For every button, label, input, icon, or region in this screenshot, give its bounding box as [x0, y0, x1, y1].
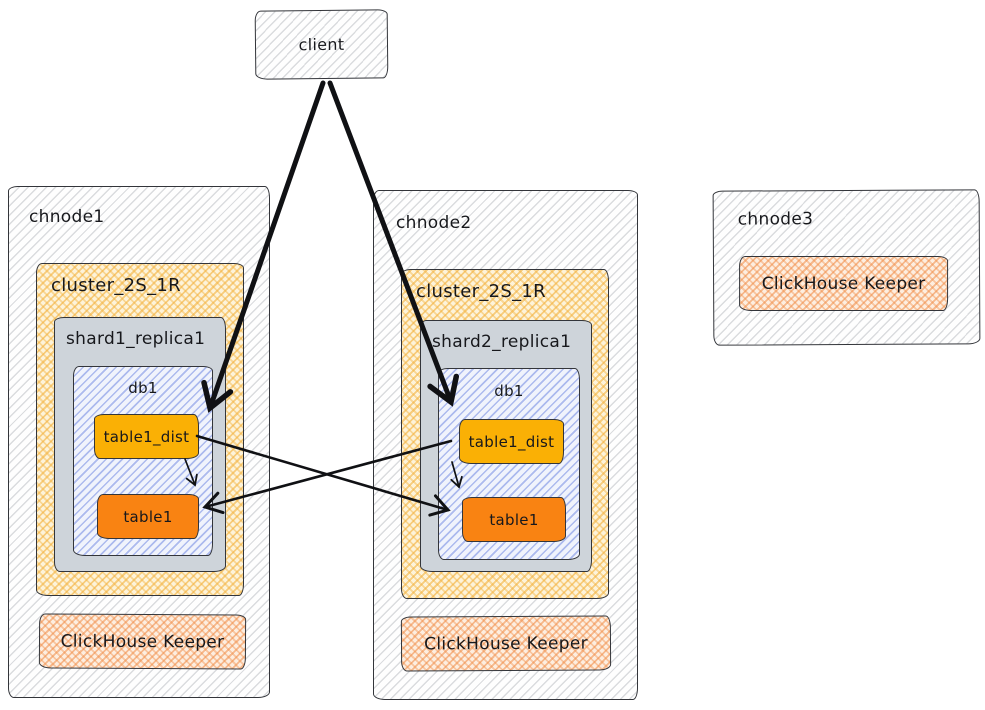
- keeper-box-3: ClickHouse Keeper: [739, 256, 949, 312]
- cluster-box-1: cluster_2S_1R shard1_replica1 db1 table1…: [36, 263, 244, 596]
- cluster-label-2: cluster_2S_1R: [416, 281, 546, 302]
- client-box: client: [254, 9, 389, 80]
- cluster-box-2: cluster_2S_1R shard2_replica1 db1 table1…: [401, 269, 609, 599]
- keeper-box-2: ClickHouse Keeper: [400, 615, 612, 672]
- keeper-box-1: ClickHouse Keeper: [38, 613, 247, 670]
- table1-box-2: table1: [462, 497, 566, 542]
- shard-box-2: shard2_replica1 db1 table1_dist table1: [420, 320, 592, 572]
- shard-label-1: shard1_replica1: [66, 329, 206, 349]
- keeper-label-2: ClickHouse Keeper: [424, 633, 588, 654]
- db-label-1: db1: [128, 379, 158, 397]
- shard-label-2: shard2_replica1: [432, 332, 572, 352]
- db-label-2: db1: [494, 382, 524, 400]
- db-box-1: db1 table1_dist table1: [73, 366, 213, 556]
- node-chnode2-label: chnode2: [396, 213, 472, 233]
- node-chnode3: chnode3 ClickHouse Keeper: [712, 189, 981, 346]
- cluster-label-1: cluster_2S_1R: [51, 275, 181, 296]
- table1-dist-label-1: table1_dist: [103, 427, 190, 446]
- shard-box-1: shard1_replica1 db1 table1_dist table1: [54, 317, 226, 572]
- client-label: client: [298, 34, 345, 55]
- node-chnode2: chnode2 cluster_2S_1R shard2_replica1 db…: [373, 190, 638, 700]
- table1-dist-label-2: table1_dist: [468, 432, 555, 451]
- table1-label-2: table1: [489, 510, 539, 529]
- table1-dist-box-2: table1_dist: [459, 419, 564, 464]
- keeper-label-3: ClickHouse Keeper: [761, 273, 926, 294]
- table1-box-1: table1: [97, 494, 199, 539]
- node-chnode1-label: chnode1: [29, 207, 105, 227]
- node-chnode1: chnode1 cluster_2S_1R shard1_replica1 db…: [8, 186, 270, 698]
- table1-dist-box-1: table1_dist: [94, 414, 199, 459]
- keeper-label-1: ClickHouse Keeper: [60, 631, 225, 652]
- table1-label-1: table1: [123, 507, 173, 526]
- node-chnode3-label: chnode3: [737, 209, 814, 230]
- db-box-2: db1 table1_dist table1: [438, 368, 580, 560]
